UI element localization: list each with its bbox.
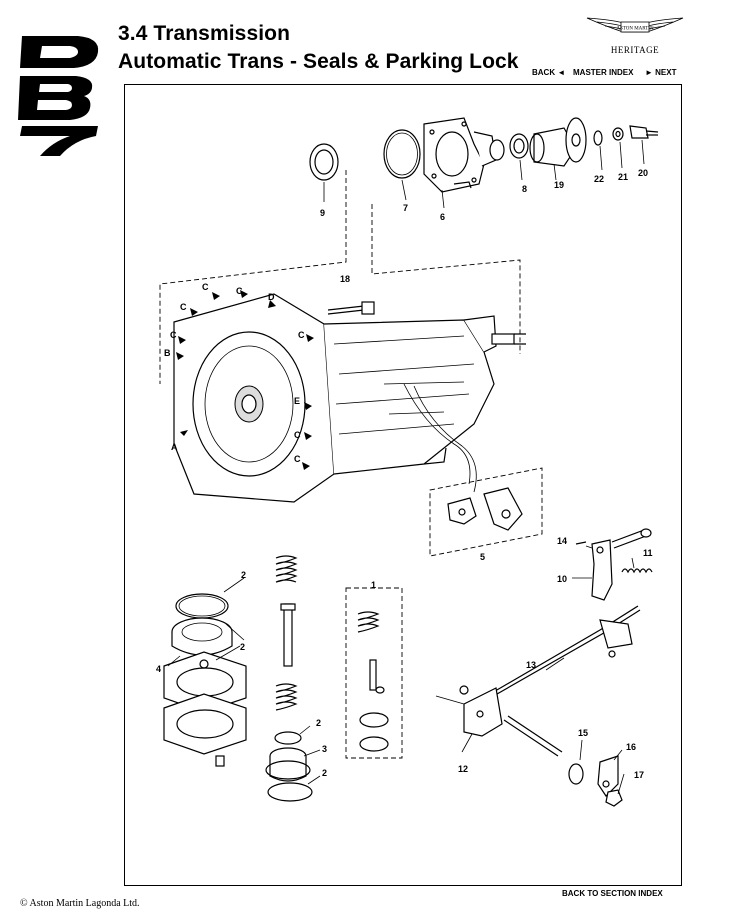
bolt-letter-c-2: C (236, 286, 243, 296)
callout-11: 11 (643, 548, 653, 558)
callout-13: 13 (526, 660, 536, 670)
callout-1: 1 (371, 580, 376, 590)
callout-20: 20 (638, 168, 648, 178)
part-10-lever (591, 539, 613, 601)
part-15-o-ring (568, 763, 584, 785)
part-8-bearing (489, 133, 529, 181)
part-11-spring (621, 568, 653, 574)
nav-back-link[interactable]: BACK ◄ (532, 68, 566, 77)
callout-22: 22 (594, 174, 604, 184)
bolt-letter-c-5: C (298, 330, 305, 340)
logo-digit-7 (20, 126, 98, 156)
callout-12: 12 (458, 764, 468, 774)
bolt-letter-c-3: C (180, 302, 187, 312)
callout-2-piston-lower: 2 (322, 768, 327, 778)
parking-pawl-shaft (611, 528, 652, 549)
part-1-kit (357, 611, 389, 752)
section-title: 3.4 Transmission (118, 22, 291, 45)
park-lock-shaft (435, 685, 563, 757)
part-16-detent-lever (597, 755, 619, 797)
db7-logo[interactable] (18, 28, 102, 158)
part-18-bolt (327, 301, 375, 315)
bolt-letter-c-4: C (170, 330, 177, 340)
page-subtitle: Automatic Trans - Seals & Parking Lock (118, 50, 519, 73)
part-4-cover (171, 617, 233, 656)
callout-17: 17 (634, 770, 644, 780)
callout-2-top: 2 (241, 570, 246, 580)
callout-9: 9 (320, 208, 325, 218)
bolt-letter-c-6: C (294, 430, 301, 440)
part-17-nut (605, 789, 623, 807)
callout-2-gasket: 2 (240, 642, 245, 652)
back-to-section-index-link[interactable]: BACK TO SECTION INDEX (562, 889, 663, 898)
part-2-gasket (163, 651, 247, 755)
callout-5: 5 (480, 552, 485, 562)
logo-letter-d (20, 36, 99, 68)
callout-19: 19 (554, 180, 564, 190)
nav-next-link[interactable]: ► NEXT (645, 68, 677, 77)
callout-15: 15 (578, 728, 588, 738)
part-12-quadrant-bracket (463, 687, 503, 737)
callout-16: 16 (626, 742, 636, 752)
copyright: © Aston Martin Lagonda Ltd. (20, 898, 140, 909)
callout-6: 6 (440, 212, 445, 222)
part-6-extension-housing (423, 117, 497, 209)
bolt-letter-d: D (268, 292, 275, 302)
part-13-linkage-rod (489, 605, 641, 699)
piston-spring-lower (275, 683, 298, 711)
brand-heritage: HERITAGE (610, 45, 660, 55)
part-5-mounting-brackets (447, 487, 523, 531)
callout-14: 14 (557, 536, 567, 546)
callout-8: 8 (522, 184, 527, 194)
callout-4: 4 (156, 664, 161, 674)
callout-21: 21 (618, 172, 628, 182)
bolt-arrows (176, 290, 314, 470)
part-9-seal (309, 143, 339, 202)
plug-bolt (215, 755, 225, 767)
piston-spring-upper (275, 555, 298, 583)
part-3-piston (265, 747, 311, 782)
callout-3: 3 (322, 744, 327, 754)
part-7-o-ring (383, 129, 421, 201)
callout-18: 18 (340, 274, 350, 284)
callout-10: 10 (557, 574, 567, 584)
part-22-washer (593, 130, 603, 171)
brand-wordmark: ASTON MARTIN (616, 27, 654, 32)
nav-master-index-link[interactable]: MASTER INDEX (573, 68, 634, 77)
callout-7: 7 (403, 203, 408, 213)
bolt-letter-b: B (164, 348, 171, 358)
logo-letter-b (18, 76, 93, 120)
leader-lines (167, 545, 635, 795)
diagram-frame (124, 84, 682, 886)
part-2-o-ring-upper (175, 593, 229, 619)
part-2-o-ring-middle (274, 731, 302, 745)
transmission-case (173, 293, 526, 503)
page-title: 3.4 Transmission Automatic Trans - Seals… (118, 20, 519, 76)
part-19-output-flange (529, 117, 587, 181)
bolt-letter-a: A (171, 442, 178, 452)
bolt-letter-e: E (294, 396, 300, 406)
aston-martin-wings-logo[interactable]: ASTON MARTIN (585, 10, 685, 44)
piston-rod (280, 603, 296, 667)
callout-2-piston-upper: 2 (316, 718, 321, 728)
bolt-letter-c-7: C (294, 454, 301, 464)
exploded-diagram: 9 7 6 8 19 22 21 20 18 5 14 11 10 13 12 … (156, 117, 659, 807)
part-20-bolt (629, 125, 659, 165)
part-21-washer (612, 127, 624, 169)
part-14-pin (575, 541, 587, 545)
bolt-letter-c-1: C (202, 282, 209, 292)
part-2-o-ring-lower (267, 782, 313, 802)
